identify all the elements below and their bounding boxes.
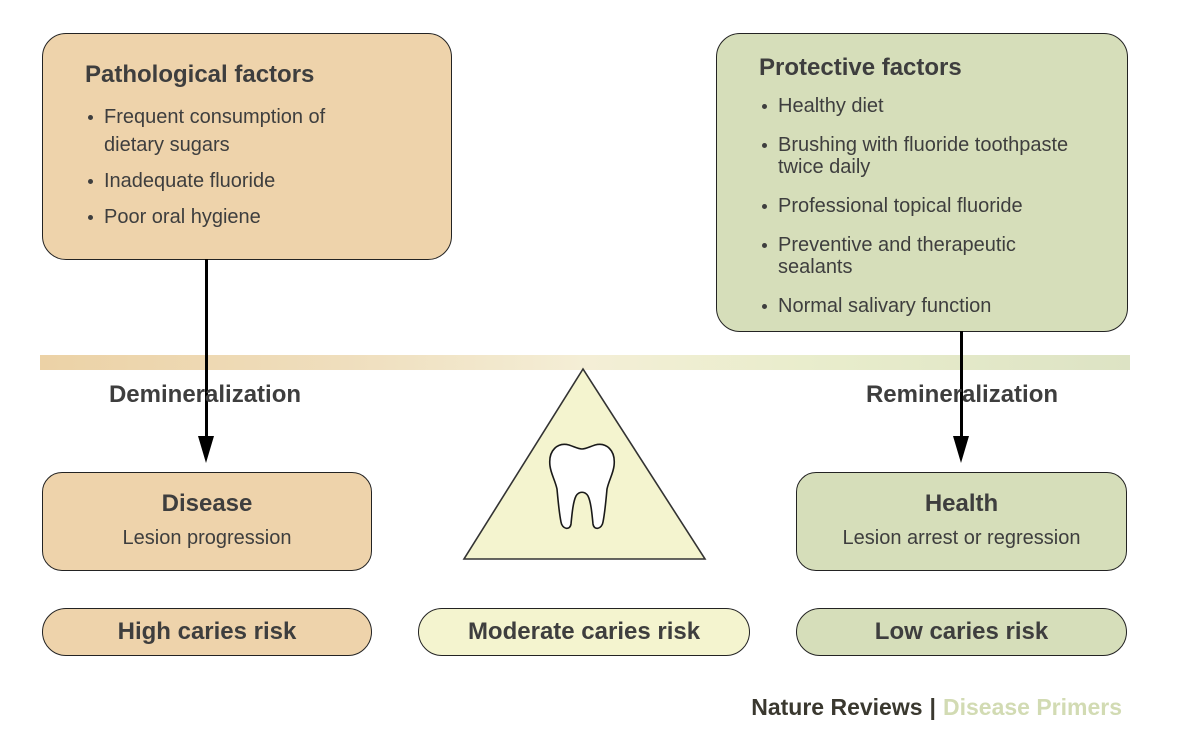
high-caries-risk-pill: High caries risk bbox=[42, 608, 372, 656]
down-arrow-icon bbox=[953, 436, 969, 463]
list-item: Inadequate fluoride bbox=[85, 167, 350, 195]
balance-triangle-icon bbox=[462, 367, 707, 560]
credit-separator: | bbox=[929, 694, 936, 720]
journal-section: Disease Primers bbox=[942, 694, 1122, 720]
journal-credit: Nature Reviews|Disease Primers bbox=[751, 694, 1122, 721]
tooth-icon bbox=[548, 443, 616, 530]
demineralization-label: Demineralization bbox=[108, 381, 302, 408]
health-title: Health bbox=[924, 490, 999, 517]
journal-name: Nature Reviews bbox=[751, 694, 923, 720]
pathological-factors-list: Frequent consumption of dietary sugars I… bbox=[85, 103, 350, 231]
disease-outcome-box: Disease Lesion progression bbox=[42, 472, 372, 571]
protective-factors-box: Protective factors Healthy diet Brushing… bbox=[716, 33, 1128, 332]
list-item: Healthy diet bbox=[759, 95, 1089, 117]
list-item: Poor oral hygiene bbox=[85, 203, 350, 231]
list-item: Brushing with fluoride toothpaste twice … bbox=[759, 134, 1089, 178]
list-item: Frequent consumption of dietary sugars bbox=[85, 103, 350, 159]
pathological-factors-box: Pathological factors Frequent consumptio… bbox=[42, 33, 452, 260]
low-caries-risk-pill: Low caries risk bbox=[796, 608, 1127, 656]
balance-gradient-bar bbox=[40, 355, 1130, 370]
list-item: Preventive and therapeutic sealants bbox=[759, 234, 1089, 278]
down-arrow-icon bbox=[205, 259, 208, 437]
protective-factors-title: Protective factors bbox=[759, 54, 962, 81]
list-item: Normal salivary function bbox=[759, 295, 1089, 317]
remineralization-label: Remineralization bbox=[865, 381, 1059, 408]
health-subtitle: Lesion arrest or regression bbox=[842, 527, 1081, 549]
down-arrow-icon bbox=[960, 331, 963, 437]
down-arrow-icon bbox=[198, 436, 214, 463]
list-item: Professional topical fluoride bbox=[759, 195, 1089, 217]
health-outcome-box: Health Lesion arrest or regression bbox=[796, 472, 1127, 571]
moderate-caries-risk-pill: Moderate caries risk bbox=[418, 608, 750, 656]
disease-title: Disease bbox=[161, 490, 253, 517]
protective-factors-list: Healthy diet Brushing with fluoride toot… bbox=[759, 95, 1089, 317]
pathological-factors-title: Pathological factors bbox=[85, 61, 315, 88]
disease-subtitle: Lesion progression bbox=[122, 527, 292, 549]
